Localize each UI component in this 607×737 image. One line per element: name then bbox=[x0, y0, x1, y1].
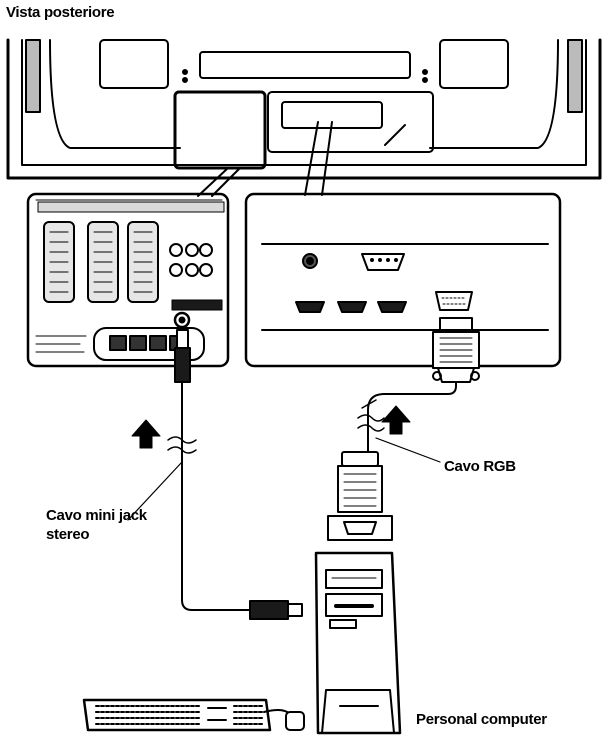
keyboard-icon bbox=[82, 698, 301, 732]
pc-ports-panel bbox=[244, 192, 562, 368]
tv-rear-icon bbox=[6, 38, 602, 180]
mini-jack-label-line1: Cavo mini jack bbox=[46, 507, 147, 524]
audio-cable-icon bbox=[127, 329, 303, 620]
pc-tower-icon bbox=[314, 551, 402, 735]
rgb-cable-label: Cavo RGB bbox=[444, 458, 516, 475]
view-title: Vista posteriore bbox=[6, 4, 115, 21]
up-arrow-right-icon bbox=[381, 405, 411, 435]
mouse-icon bbox=[285, 711, 305, 731]
personal-computer-label: Personal computer bbox=[416, 711, 547, 728]
mini-jack-cable-label: Cavo mini jack stereo bbox=[46, 506, 147, 544]
scart-panel bbox=[26, 192, 230, 368]
up-arrow-left-icon bbox=[131, 419, 161, 449]
vga-port-icon bbox=[435, 291, 473, 311]
rgb-cable-icon bbox=[327, 317, 480, 541]
mini-jack-label-line2: stereo bbox=[46, 526, 90, 543]
